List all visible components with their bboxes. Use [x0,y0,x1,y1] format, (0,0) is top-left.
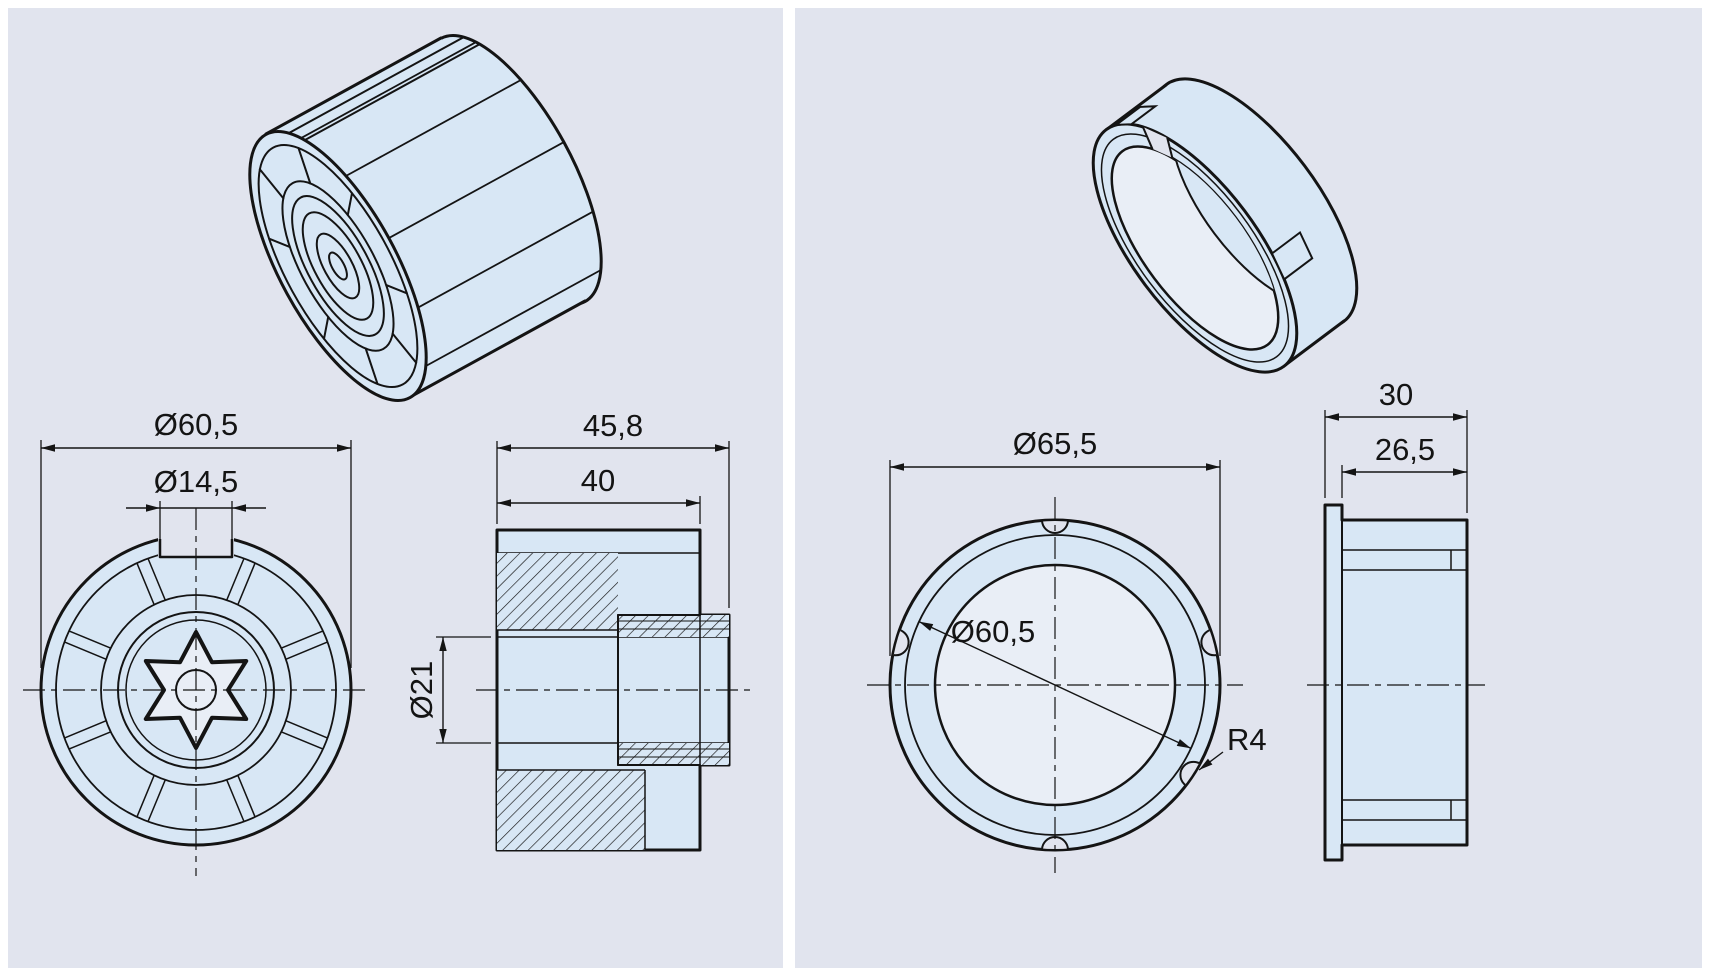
dim-label-body-width: 26,5 [1375,432,1435,467]
left-drawing-panel: Ø60,5 Ø14,5 45,8 40 [8,8,783,968]
dim-label-slot-width: Ø14,5 [154,464,238,499]
left-drawing-svg: Ø60,5 Ø14,5 45,8 40 [23,34,750,876]
spoke-ribs [64,558,328,822]
side-view-crown [1307,503,1485,862]
right-drawing-svg: Ø65,5 Ø60,5 R4 30 26,5 [867,77,1485,873]
dim-label-bore-diameter: Ø21 [404,661,439,720]
right-drawing-panel: Ø65,5 Ø60,5 R4 30 26,5 [795,8,1702,968]
dim-label-notch-radius: R4 [1227,722,1267,757]
isometric-view-crown [1091,77,1359,374]
front-view-adapter [23,508,370,876]
dim-label-body-length: 40 [581,463,615,498]
dim-label-outer-diameter: Ø60,5 [154,407,238,442]
dim-label-crown-outer-diameter: Ø65,5 [1013,426,1097,461]
isometric-view-adapter [248,34,603,402]
dimensions-left: Ø60,5 Ø14,5 45,8 40 [40,407,730,744]
dim-label-total-length: 45,8 [583,408,643,443]
dimensions-right: Ø65,5 Ø60,5 R4 30 26,5 [889,377,1468,771]
side-section-view-adapter [476,528,750,852]
dim-label-crown-bore-diameter: Ø60,5 [951,614,1035,649]
dim-label-total-width: 30 [1379,377,1413,412]
